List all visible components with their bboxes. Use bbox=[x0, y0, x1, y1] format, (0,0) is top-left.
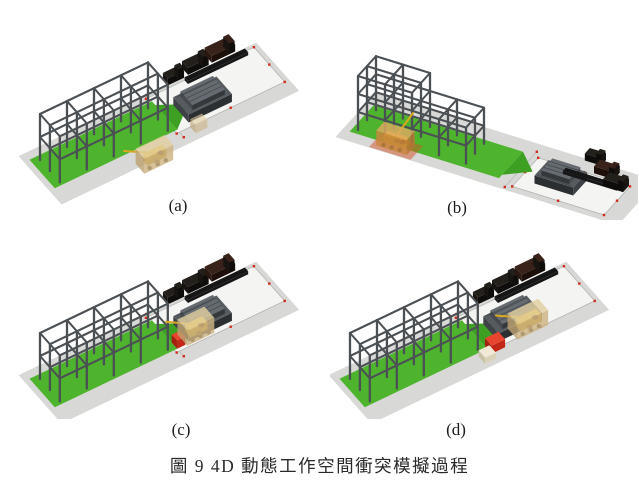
figure-panel-d bbox=[330, 247, 636, 419]
figure-panel-a bbox=[8, 10, 308, 215]
figure-panel-c bbox=[8, 247, 308, 419]
panel-c-scene bbox=[18, 253, 300, 419]
workspace-box bbox=[177, 306, 215, 346]
workspace-box bbox=[507, 298, 549, 340]
crane-truck-workspace bbox=[495, 298, 549, 340]
steel-frame bbox=[38, 280, 169, 403]
panel-a-label: (a) bbox=[168, 196, 188, 215]
truck bbox=[492, 267, 519, 294]
truck bbox=[472, 281, 495, 305]
truck bbox=[584, 148, 606, 166]
panel-b-scene bbox=[335, 55, 638, 220]
trucks bbox=[584, 148, 629, 193]
steel-frame bbox=[348, 280, 479, 403]
figure-panel-b bbox=[332, 2, 638, 220]
panel-d-scene bbox=[330, 253, 610, 419]
truck bbox=[204, 34, 236, 63]
workspace-ghost-box bbox=[190, 113, 208, 134]
truck bbox=[162, 62, 185, 86]
truck bbox=[594, 159, 620, 180]
panel-a-scene bbox=[18, 34, 300, 205]
truck bbox=[204, 253, 236, 282]
figure-caption: 圖 9 4D 動態工作空間衝突模擬過程 bbox=[169, 456, 470, 476]
rebar-strip bbox=[184, 48, 249, 84]
trucks bbox=[162, 34, 236, 86]
truck bbox=[514, 253, 546, 282]
material-stack bbox=[173, 75, 232, 123]
panel-b-label: (b) bbox=[447, 198, 467, 217]
crane-truck-workspace bbox=[369, 112, 424, 160]
steel-frame bbox=[38, 61, 169, 184]
steel-frame bbox=[356, 55, 486, 165]
trucks bbox=[472, 253, 546, 305]
crane-truck-workspace bbox=[123, 135, 174, 174]
material-box bbox=[478, 345, 496, 364]
truck bbox=[603, 172, 629, 193]
workspace-box bbox=[376, 121, 415, 156]
rebar-strip bbox=[184, 267, 249, 303]
panel-c-label: (c) bbox=[171, 420, 191, 439]
rebar-strip bbox=[494, 267, 559, 303]
panel-d-label: (d) bbox=[446, 420, 466, 439]
crane-truck-workspace bbox=[164, 306, 215, 346]
workspace-box bbox=[135, 135, 174, 174]
